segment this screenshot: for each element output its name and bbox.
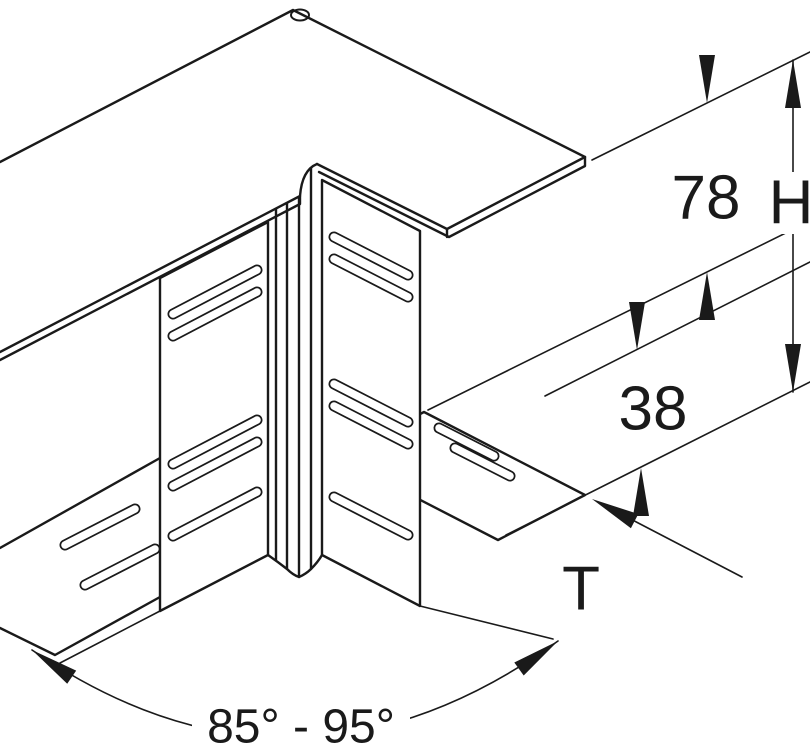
arrow-up-icon [699, 272, 715, 320]
right-flange-slot [449, 442, 516, 482]
screw-hole [290, 8, 310, 22]
dimension-38: 38 [619, 302, 688, 516]
angle-rays [59, 605, 554, 664]
wall-slot [167, 286, 263, 342]
dimension-H: H [768, 59, 810, 393]
left-side-wall [158, 220, 270, 613]
arrow-up-icon [785, 60, 801, 108]
wall-slot [328, 491, 414, 541]
right-flange-slot [433, 422, 500, 462]
arrow-down-icon [785, 344, 801, 392]
angle-label: 85° - 95° [207, 701, 395, 752]
dim-label-T: T [562, 555, 600, 624]
wall-slot [167, 264, 263, 320]
dim-label-38: 38 [619, 375, 688, 444]
arrow-up-icon [633, 468, 649, 516]
left-flange-slot [59, 503, 141, 551]
wall-slot [167, 486, 263, 542]
left-base-flange [0, 456, 162, 657]
arrow-arc-left-icon [32, 650, 77, 684]
dimension-78: 78 [672, 55, 741, 320]
wall-slot [167, 436, 263, 492]
dim-label-78: 78 [672, 164, 741, 233]
corner-hinge [266, 158, 324, 579]
arrow-up-left-icon [592, 499, 639, 529]
extension-lines [427, 51, 810, 536]
arrow-down-icon [629, 302, 645, 350]
left-flange-slot [79, 543, 161, 591]
wall-slot [167, 414, 263, 470]
top-lid [0, 8, 587, 362]
dim-label-H: H [769, 169, 810, 238]
right-side-wall [320, 178, 422, 608]
wall-slot [328, 378, 414, 428]
angle-dimension: 85° - 95° [31, 640, 559, 752]
wall-slot [328, 253, 414, 303]
arrow-arc-right-icon [514, 641, 558, 676]
arrow-down-icon [699, 55, 715, 103]
wall-slot [328, 231, 414, 281]
wall-slot [328, 400, 414, 450]
dimension-T: T [562, 499, 743, 624]
